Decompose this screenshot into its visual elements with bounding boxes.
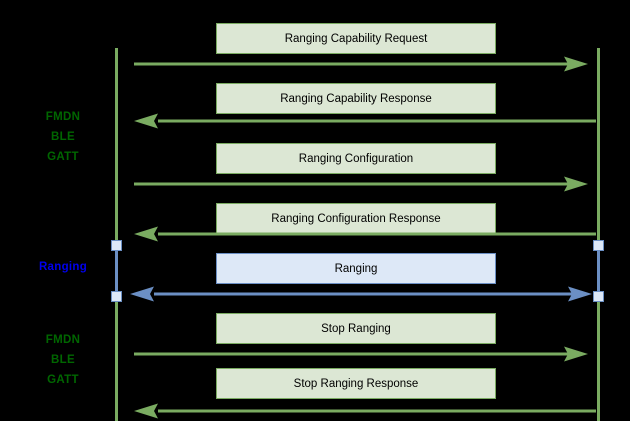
message-box-stop-ranging: Stop Ranging [216,313,496,344]
arrow-ranging-configuration [134,176,588,192]
stage-label-fmdn-ble-gatt-bottom: FMDN BLE GATT [45,334,81,386]
message-box-ranging-configuration: Ranging Configuration [216,143,496,174]
right-activation-start-marker [593,240,604,251]
stage-label-fmdn-ble-gatt-top: FMDN BLE GATT [45,111,81,163]
left-activation-end-marker [111,291,122,302]
left-lifeline [115,48,118,421]
message-box-stop-ranging-response: Stop Ranging Response [216,368,496,399]
left-ranging-activation-bar [115,246,118,298]
left-activation-start-marker [111,240,122,251]
right-ranging-activation-bar [597,246,600,298]
arrow-stop-ranging [134,346,588,362]
arrow-ranging-capability-response [134,113,596,129]
stage-label-ranging: Ranging [38,261,88,273]
arrow-stop-ranging-response [134,403,596,419]
arrow-ranging-configuration-response [134,226,596,242]
message-box-ranging-capability-response: Ranging Capability Response [216,83,496,114]
arrow-ranging-capability-request [134,56,588,72]
right-lifeline [597,48,600,421]
message-box-ranging-capability-request: Ranging Capability Request [216,23,496,54]
arrow-ranging-bidirectional [130,286,592,302]
message-box-ranging: Ranging [216,253,496,284]
right-activation-end-marker [593,291,604,302]
